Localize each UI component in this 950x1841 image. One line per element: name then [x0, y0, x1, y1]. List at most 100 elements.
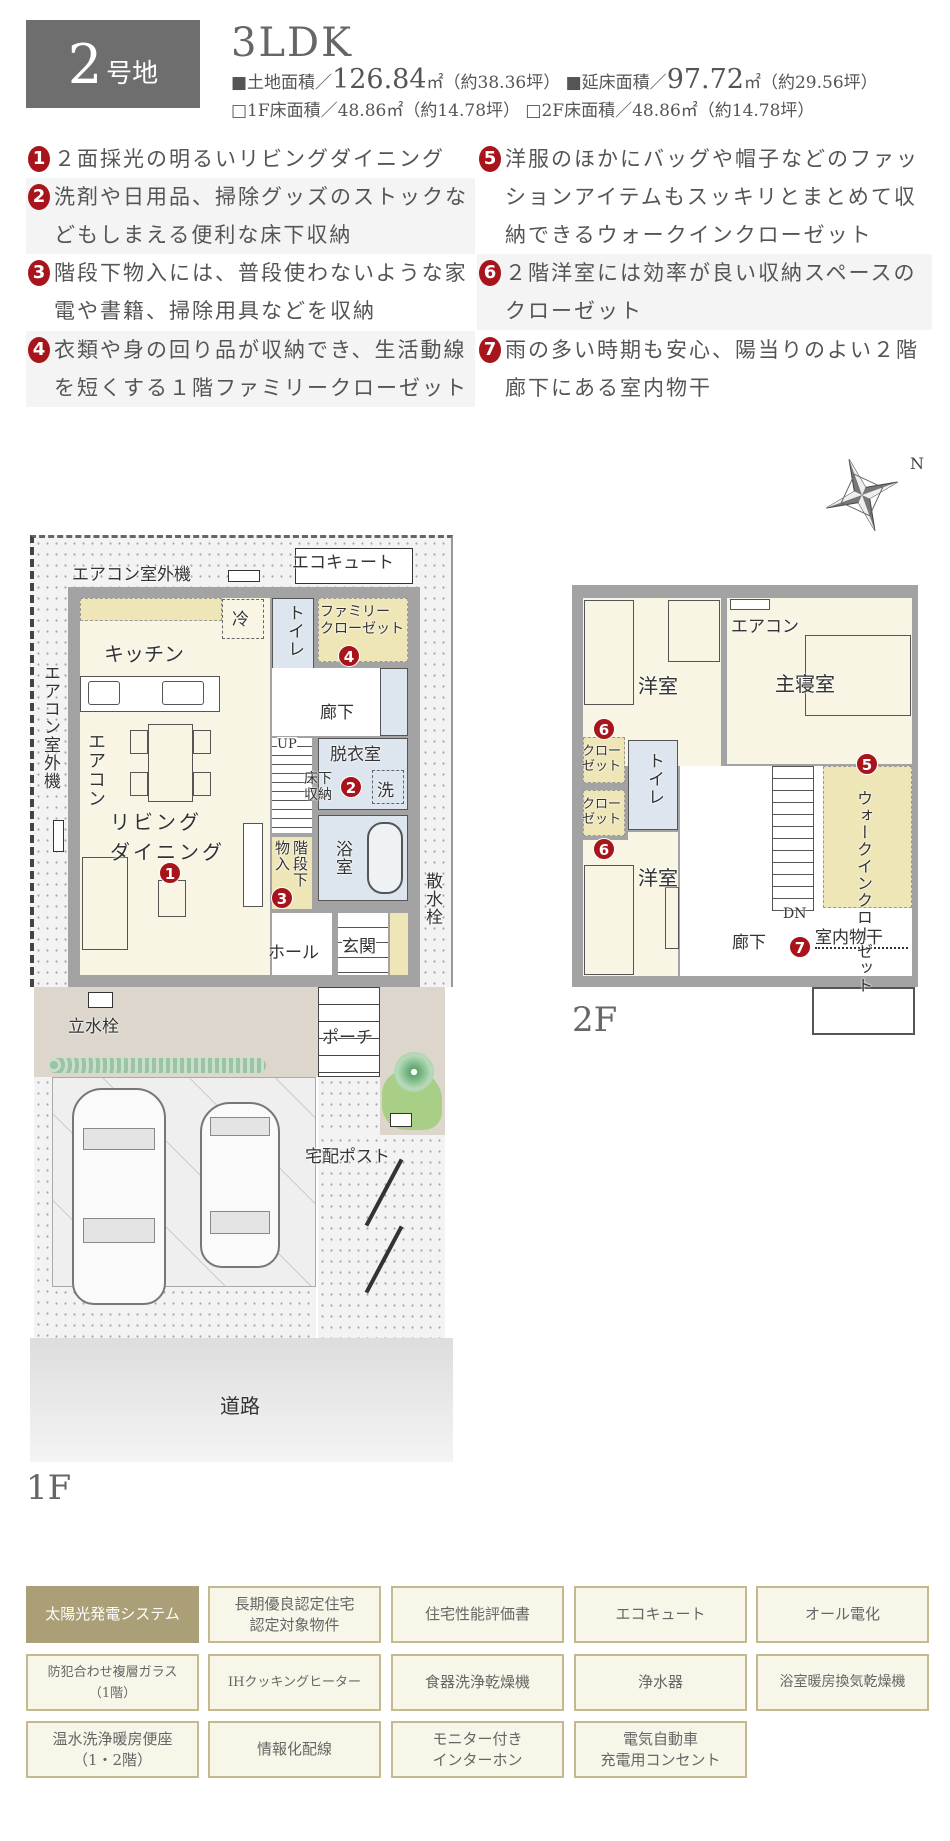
sink-icon — [162, 681, 204, 705]
label-ac-outdoor-left: エアコン室外機 — [40, 664, 60, 790]
kitchen-storage — [80, 598, 222, 621]
label-bath: 浴室 — [332, 840, 352, 876]
land-area-label: ■土地面積／ — [231, 73, 333, 93]
chair — [130, 772, 148, 796]
standpipe-icon — [88, 992, 113, 1008]
desk — [665, 887, 679, 949]
label-underfloor-2: 収納 — [304, 787, 332, 803]
sofa — [82, 857, 128, 950]
label-closet-top: クローゼット — [582, 744, 622, 774]
bathtub — [367, 822, 403, 894]
label-family-closet: ファミリー — [320, 604, 390, 620]
label-entrance: 玄関 — [342, 932, 376, 957]
coffee-table — [158, 880, 186, 917]
lot-number: 2 — [67, 32, 103, 96]
balcony — [812, 987, 915, 1035]
area-summary: ■土地面積／126.84㎡（約38.36坪） ■延床面積／97.72㎡（約29.… — [231, 64, 878, 95]
equipment-tag: 太陽光発電システム — [26, 1586, 199, 1643]
feature-marker: 7 — [479, 337, 501, 363]
ac-outdoor-unit-top — [228, 570, 260, 582]
room-hall — [272, 913, 332, 975]
land-area-unit: ㎡（約38.36坪） — [426, 73, 561, 93]
label-fridge: 冷 — [232, 610, 249, 630]
label-kitchen: キッチン — [104, 642, 184, 666]
feature-text: ２階洋室には効率が良い収納スペースのクローゼット — [505, 261, 917, 323]
feature-text: 衣類や身の回り品が収納でき、生活動線を短くする１階ファミリークローゼット — [54, 338, 468, 400]
shoe-storage — [390, 913, 408, 975]
feature-marker: 4 — [28, 337, 50, 363]
plan-marker-4: 4 — [338, 645, 360, 667]
feature-text: 洋服のほかにバッグや帽子などのファッションアイテムもスッキリとまとめて収納できる… — [505, 147, 919, 247]
ecocute-unit — [295, 548, 413, 584]
hedge — [48, 1058, 266, 1073]
equipment-tag: モニター付き インターホン — [391, 1721, 564, 1778]
feature-marker: 6 — [479, 260, 501, 286]
total-floor-value: 97.72 — [666, 64, 744, 95]
floor-label-2f: 2F — [572, 1000, 618, 1040]
compass: N — [818, 452, 930, 538]
room-hallway-1f — [272, 668, 380, 736]
label-hallway-1f: 廊下 — [320, 703, 354, 723]
chair — [193, 772, 211, 796]
total-floor-unit: ㎡（約29.56坪） — [743, 73, 878, 93]
label-living: リビング — [110, 810, 202, 834]
double-bed — [805, 635, 911, 716]
shoe-shelf — [380, 668, 408, 736]
label-hall: ホール — [268, 943, 319, 963]
label-toilet-1f: トイレ — [284, 604, 304, 658]
tv-board — [243, 823, 263, 907]
label-standpipe: 立水栓 — [68, 1017, 119, 1037]
label-walk-in-closet: ウォークインクローゼット — [854, 790, 873, 994]
room-family-closet — [318, 598, 408, 662]
floor-label-1f: 1F — [26, 1468, 72, 1508]
bed — [584, 600, 634, 705]
feature-text: 階段下物入には、普段使わないような家電や書籍、掃除用具などを収納 — [54, 261, 468, 323]
closet-bottom — [583, 790, 625, 836]
stairs-2f — [772, 766, 814, 911]
plan-marker-2: 2 — [340, 776, 362, 798]
approach-paving-top — [318, 1077, 380, 1135]
label-storage: 物入 — [273, 840, 291, 872]
feature-marker: 2 — [28, 184, 50, 210]
label-aircon-2f: エアコン — [731, 617, 799, 637]
room-western-bottom-ext — [628, 832, 678, 842]
total-floor-label: ■延床面積／ — [565, 73, 667, 93]
lot-number-badge: 2 号地 — [26, 20, 200, 108]
stove-icon — [88, 681, 120, 705]
tree-icon — [394, 1052, 434, 1092]
label-washer: 洗 — [377, 781, 394, 801]
label-aircon: エアコン — [85, 732, 106, 808]
label-ac-outdoor-top: エアコン室外機 — [72, 565, 191, 585]
aircon-unit — [730, 599, 770, 610]
bed — [584, 865, 634, 975]
floor1-area: □1F床面積／48.86㎡（約14.78坪） — [231, 101, 521, 121]
label-ecocute: エコキュート — [292, 553, 394, 573]
equipment-tag: 温水洗浄暖房便座 （1・2階） — [26, 1721, 199, 1778]
feature-text: 洗剤や日用品、掃除グッズのストックなどもしまえる便利な床下収納 — [54, 185, 468, 247]
label-delivery-box: 宅配ポスト — [305, 1147, 390, 1167]
equipment-tag: 電気自動車 充電用コンセント — [574, 1721, 747, 1778]
equipment-tag: エコキュート — [574, 1586, 747, 1643]
equipment-tag: 浄水器 — [574, 1654, 747, 1711]
feature-marker: 5 — [479, 146, 501, 172]
compass-rose-icon — [826, 459, 898, 531]
feature-text: 雨の多い時期も安心、陽当りのよい２階廊下にある室内物干 — [505, 338, 919, 400]
equipment-tag: IHクッキングヒーター — [208, 1654, 381, 1711]
label-up: UP — [277, 737, 297, 752]
label-dining: ダイニング — [110, 840, 225, 864]
car-compact — [200, 1102, 280, 1268]
approach-paving — [318, 1135, 445, 1338]
desk — [668, 600, 720, 662]
road — [30, 1338, 453, 1462]
kitchen-counter — [80, 676, 220, 712]
label-master-bedroom: 主寝室 — [775, 672, 835, 696]
plan-marker-1: 1 — [159, 862, 181, 884]
label-closet-bottom: クローゼット — [582, 797, 622, 827]
feature-marker: 3 — [28, 260, 50, 286]
